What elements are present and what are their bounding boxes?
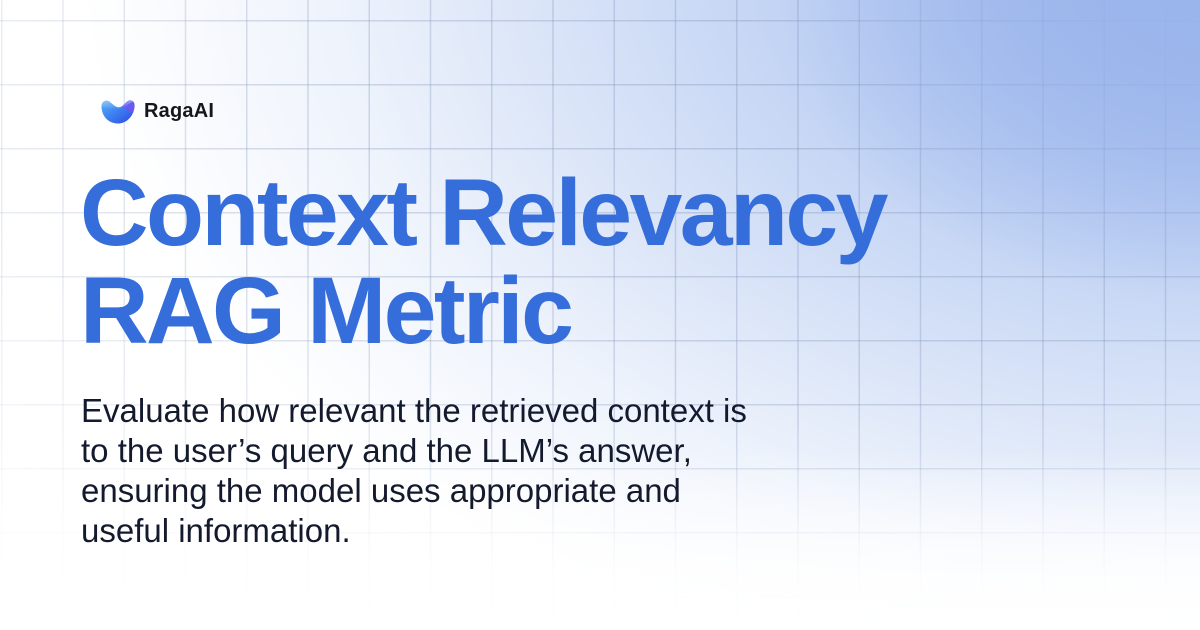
description: Evaluate how relevant the retrieved cont… — [81, 391, 901, 551]
description-line-4: useful information. — [81, 512, 351, 549]
description-line-2: to the user’s query and the LLM’s answer… — [81, 432, 692, 469]
description-line-3: ensuring the model uses appropriate and — [81, 472, 681, 509]
title-line-2: RAG Metric — [80, 258, 574, 364]
wave-bowl-logo-icon — [101, 100, 135, 124]
brand-logo-lockup: RagaAI — [100, 97, 214, 125]
page-title: Context Relevancy RAG Metric — [80, 160, 888, 364]
brand-name: RagaAI — [144, 99, 215, 122]
background-fade-bottom — [0, 450, 1200, 630]
title-line-1: Context Relevancy — [80, 160, 888, 266]
description-line-1: Evaluate how relevant the retrieved cont… — [81, 392, 747, 429]
